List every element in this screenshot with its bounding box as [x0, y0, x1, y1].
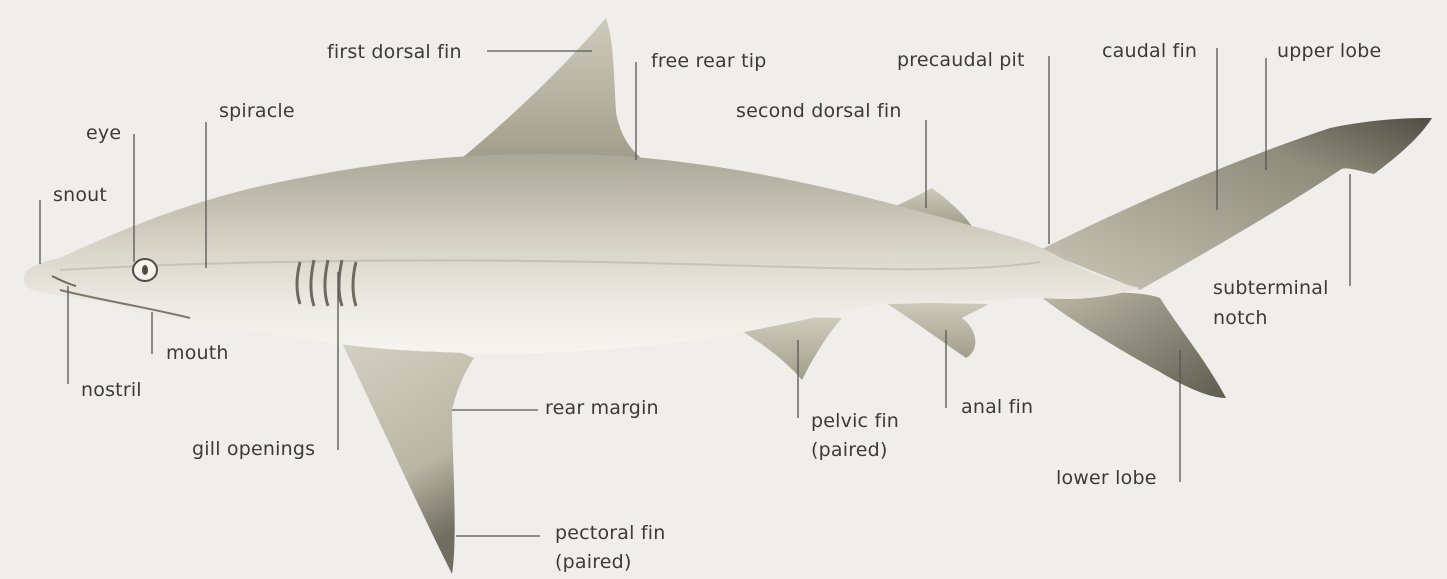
label-subterminal-notch-1: subterminal: [1213, 273, 1329, 304]
shark-body-shape: [24, 154, 1140, 353]
label-lower-lobe: lower lobe: [1056, 463, 1157, 494]
label-subterminal-notch-2: notch: [1213, 303, 1268, 334]
label-rear-margin: rear margin: [545, 393, 659, 424]
label-snout: snout: [53, 180, 107, 211]
pectoral-fin-shape: [330, 318, 474, 574]
label-first-dorsal-fin: first dorsal fin: [327, 37, 462, 68]
label-pelvic-fin-2: (paired): [811, 435, 888, 466]
label-nostril: nostril: [81, 375, 142, 406]
caudal-lower-lobe-shape: [1040, 293, 1226, 399]
label-pectoral-fin-1: pectoral fin: [555, 518, 665, 549]
label-anal-fin: anal fin: [961, 392, 1033, 423]
label-precaudal-pit: precaudal pit: [897, 45, 1025, 76]
first-dorsal-fin-shape: [462, 18, 644, 160]
label-upper-lobe: upper lobe: [1277, 36, 1381, 67]
label-caudal-fin: caudal fin: [1102, 36, 1197, 67]
label-spiracle: spiracle: [219, 96, 295, 127]
label-second-dorsal-fin: second dorsal fin: [736, 96, 902, 127]
label-eye: eye: [86, 118, 121, 149]
label-mouth: mouth: [166, 338, 229, 369]
label-pectoral-fin-2: (paired): [555, 547, 632, 578]
label-pelvic-fin-1: pelvic fin: [811, 406, 899, 437]
label-gill-openings: gill openings: [192, 434, 315, 465]
label-free-rear-tip: free rear tip: [651, 46, 766, 77]
anal-fin-shape: [884, 302, 988, 358]
caudal-upper-lobe-shape: [1040, 118, 1432, 290]
